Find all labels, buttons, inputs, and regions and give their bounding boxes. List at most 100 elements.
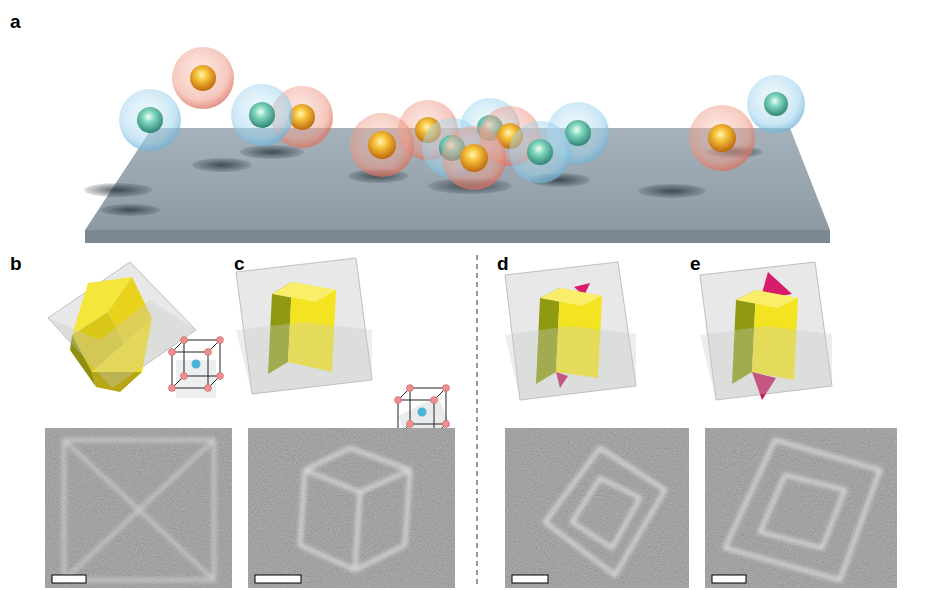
unit-cell-b-part-part <box>217 373 224 380</box>
truncated-rhombohedron-d-part <box>505 262 636 400</box>
core-shell-particles-part-part <box>190 65 216 91</box>
unit-cell-c-part-part <box>395 397 402 404</box>
core-shell-particles-part-part <box>249 102 275 128</box>
sem-image-d-part-part <box>545 448 665 575</box>
rhombic-dodecahedron-model-part <box>48 262 196 388</box>
sem-image-e-part <box>725 440 880 580</box>
unit-cell-b-part-part <box>205 349 212 356</box>
core-shell-particles-part-part <box>172 47 234 109</box>
sem-image-d-part <box>505 428 689 588</box>
sem-image-d-part <box>505 428 689 588</box>
core-shell-particles-part-part <box>368 131 396 159</box>
core-shell-particles-part-part <box>764 92 788 116</box>
unit-cell-b-part <box>176 360 216 398</box>
core-shell-particles-part-part <box>119 89 181 151</box>
panel-letter: c <box>234 254 245 273</box>
sem-image-b-part-part <box>64 440 214 580</box>
sem-image-e-part <box>712 575 746 583</box>
capped-rhombohedron-e-part <box>700 262 832 400</box>
capped-rhombohedron-e-part <box>700 326 832 400</box>
core-shell-particles-part <box>509 121 571 183</box>
core-shell-particles-part-part <box>708 124 736 152</box>
sem-image-e-part-part <box>725 440 880 580</box>
core-shell-particles-part <box>350 113 414 177</box>
core-shell-particles-part-part <box>689 105 755 171</box>
sem-image-d-part-part <box>572 478 640 548</box>
sem-image-b-part-part <box>64 440 214 580</box>
unit-cell-c-part-part <box>407 421 414 428</box>
core-shell-particles-part-part <box>747 75 805 133</box>
sem-image-c-part-part <box>355 492 360 570</box>
truncated-rhombohedron-d-part <box>540 288 602 306</box>
capped-rhombohedron-e <box>700 262 832 400</box>
unit-cell-b-part-part <box>169 385 176 392</box>
sem-image-d-part <box>512 575 548 583</box>
unit-cell-b-part-part <box>184 340 220 376</box>
unit-cell-b-part-part <box>172 352 208 388</box>
sem-image-b-part <box>45 428 232 588</box>
unit-cell-c-part-part <box>407 385 414 392</box>
sem-image-d <box>505 428 689 588</box>
sem-image-c <box>248 428 455 588</box>
truncated-rhombohedron-d <box>505 262 636 400</box>
sem-image-c-part-part <box>300 448 410 570</box>
core-shell-particles-part-part <box>137 107 163 133</box>
rhombohedron-model-c-part <box>236 258 372 394</box>
surface-shadows-part <box>638 184 706 198</box>
sem-image-b-part <box>52 575 86 583</box>
unit-cell-b-part-part <box>181 373 188 380</box>
core-shell-particles-part <box>119 89 181 151</box>
sem-image-e <box>705 428 897 588</box>
rhombohedron-model-c-part <box>236 322 372 394</box>
capped-rhombohedron-e-part <box>736 290 798 308</box>
surface-shadows-part <box>192 158 252 172</box>
core-shell-particles-part <box>747 75 805 133</box>
sem-image-b-part <box>45 428 232 588</box>
sem-image-c-part <box>300 448 410 570</box>
core-shell-particles-part <box>172 47 234 109</box>
unit-cell-c-part-part <box>443 385 450 392</box>
unit-cell-b-part-part <box>217 337 224 344</box>
core-shell-particles-part-part <box>460 144 488 172</box>
core-shell-particles-part <box>231 84 293 146</box>
core-shell-particles-part <box>442 126 506 190</box>
unit-cell-b-part-part <box>205 385 212 392</box>
unit-cell-b-part <box>169 337 224 392</box>
sem-image-c-part <box>248 428 455 588</box>
sem-image-e-part <box>705 428 897 588</box>
core-shell-particles-part-part <box>231 84 293 146</box>
unit-cell-b-part-part <box>181 337 188 344</box>
rhombohedron-model-c-part <box>272 282 336 302</box>
sem-image-b-part-part <box>64 440 214 580</box>
unit-cell-b-part <box>192 360 201 369</box>
rhombic-dodecahedron-model <box>48 262 196 392</box>
substrate-plate-part <box>85 230 830 243</box>
sem-image-c-part-part <box>305 470 410 492</box>
unit-cell-c-part-part <box>431 397 438 404</box>
sem-image-e-part-part <box>760 475 845 548</box>
core-shell-particles-part-part <box>527 139 553 165</box>
surface-shadows-part <box>84 183 152 197</box>
sem-image-b-part <box>64 440 214 580</box>
core-shell-particles-part-part <box>442 126 506 190</box>
unit-cell-b-part-part <box>169 349 176 356</box>
panel-divider <box>477 255 478 588</box>
unit-cell-c-part <box>418 408 427 417</box>
core-shell-particles <box>119 47 805 190</box>
unit-cell-c-part-part <box>410 388 446 424</box>
panel-letter: e <box>690 254 701 273</box>
core-shell-particles-part <box>689 105 755 171</box>
core-shell-particles-part-part <box>350 113 414 177</box>
core-shell-particles-part-part <box>509 121 571 183</box>
sem-image-c-part <box>248 428 455 588</box>
sem-image-c-part <box>255 575 301 583</box>
surface-shadows-part <box>100 204 160 216</box>
sem-image-b <box>45 428 232 588</box>
rhombic-dodecahedron-model-part <box>48 300 196 388</box>
unit-cell-c-part-part <box>443 421 450 428</box>
unit-cell-b <box>169 337 224 399</box>
sem-image-d-part <box>545 448 665 575</box>
surface-shadows-part <box>240 145 304 159</box>
